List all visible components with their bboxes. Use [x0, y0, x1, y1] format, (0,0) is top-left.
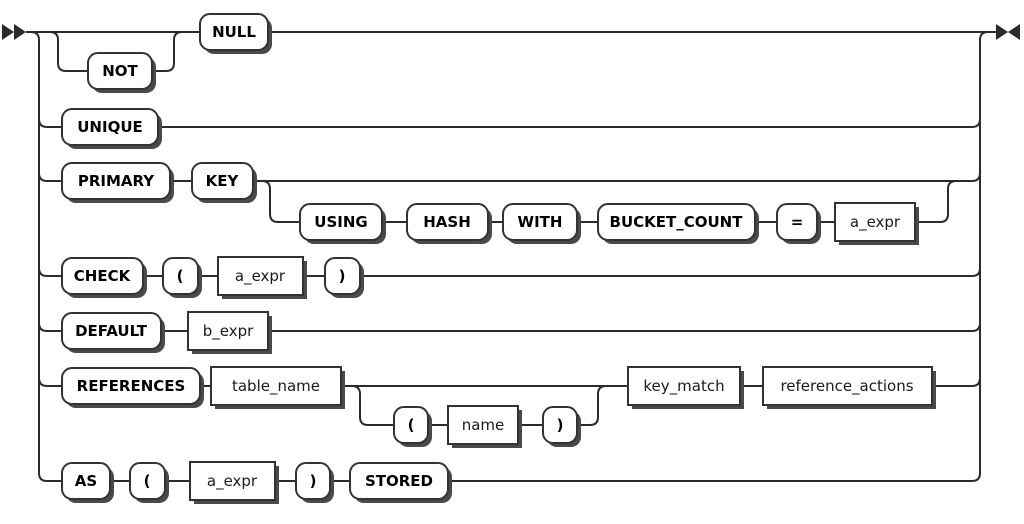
nonterminal-name: name — [447, 405, 522, 448]
rail-elbow-references — [38, 377, 48, 387]
terminal-default: DEFAULT — [61, 312, 165, 353]
paren-open-check: ( — [162, 257, 202, 298]
rail-elbow-default — [38, 322, 48, 332]
svg-text:DEFAULT: DEFAULT — [75, 322, 148, 340]
nonterminal-a-expr-check: a_expr — [217, 256, 307, 299]
svg-text:STORED: STORED — [365, 472, 433, 490]
terminal-bucket-count: BUCKET_COUNT — [597, 203, 759, 244]
svg-text:a_expr: a_expr — [235, 267, 286, 286]
end-marker-icon — [996, 24, 1020, 40]
svg-text:a_expr: a_expr — [207, 472, 258, 491]
terminal-using: USING — [299, 203, 386, 244]
nonterminal-a-expr-as: a_expr — [189, 461, 279, 504]
paren-close-ref: ) — [542, 406, 581, 447]
svg-text:HASH: HASH — [423, 213, 471, 231]
svg-text:NOT: NOT — [102, 62, 138, 80]
connector-lines — [26, 31, 996, 482]
svg-text:REFERENCES: REFERENCES — [77, 377, 186, 395]
rail-row-primary — [47, 172, 981, 182]
svg-text:(: ( — [144, 472, 151, 490]
svg-text:WITH: WITH — [518, 213, 563, 231]
svg-text:reference_actions: reference_actions — [780, 377, 913, 396]
svg-text:USING: USING — [314, 213, 367, 231]
terminal-check: CHECK — [61, 257, 147, 298]
paren-open-ref: ( — [393, 406, 432, 447]
rail-right-trunk — [979, 31, 989, 473]
terminal-references: REFERENCES — [61, 367, 204, 408]
terminal-stored: STORED — [349, 462, 452, 503]
rail-elbow-primary — [38, 172, 48, 182]
nonterminal-b-expr: b_expr — [187, 311, 272, 354]
terminal-with: WITH — [502, 203, 581, 244]
nonterminal-table-name: table_name — [210, 366, 345, 409]
rail-row-unique — [47, 118, 981, 128]
nonterminal-key-match: key_match — [627, 366, 744, 409]
svg-text:): ) — [557, 416, 564, 434]
terminal-null: NULL — [199, 13, 272, 54]
terminal-equals: = — [776, 203, 821, 244]
rail-elbow-check — [38, 267, 48, 277]
svg-text:b_expr: b_expr — [203, 322, 254, 341]
nonterminal-reference-actions: reference_actions — [762, 366, 936, 409]
terminal-as: AS — [61, 462, 114, 503]
svg-text:PRIMARY: PRIMARY — [78, 172, 155, 190]
svg-text:KEY: KEY — [206, 172, 240, 190]
svg-text:key_match: key_match — [643, 377, 724, 396]
svg-text:AS: AS — [75, 472, 97, 490]
terminal-primary: PRIMARY — [61, 162, 174, 203]
svg-text:NULL: NULL — [212, 23, 256, 41]
rail-row-default — [47, 322, 981, 332]
rail-row-as — [47, 472, 981, 482]
paren-close-check: ) — [324, 257, 364, 298]
terminal-unique: UNIQUE — [61, 108, 162, 149]
svg-text:=: = — [791, 213, 804, 231]
svg-text:BUCKET_COUNT: BUCKET_COUNT — [610, 213, 744, 231]
svg-text:(: ( — [408, 416, 415, 434]
start-marker-icon — [2, 24, 26, 40]
svg-text:): ) — [339, 267, 346, 285]
svg-text:name: name — [462, 416, 505, 434]
svg-text:UNIQUE: UNIQUE — [77, 118, 143, 136]
rail-left-trunk — [30, 31, 48, 482]
nonterminal-a-expr-bucket: a_expr — [834, 202, 919, 245]
paren-open-as: ( — [129, 462, 169, 503]
svg-text:): ) — [310, 472, 317, 490]
paren-close-as: ) — [295, 462, 334, 503]
terminal-not: NOT — [87, 52, 156, 93]
rail-elbow-unique — [38, 118, 48, 128]
svg-text:table_name: table_name — [232, 377, 320, 396]
svg-text:a_expr: a_expr — [850, 213, 901, 232]
svg-text:CHECK: CHECK — [74, 267, 132, 285]
terminal-key: KEY — [191, 162, 257, 203]
svg-text:(: ( — [177, 267, 184, 285]
terminal-hash: HASH — [406, 203, 492, 244]
